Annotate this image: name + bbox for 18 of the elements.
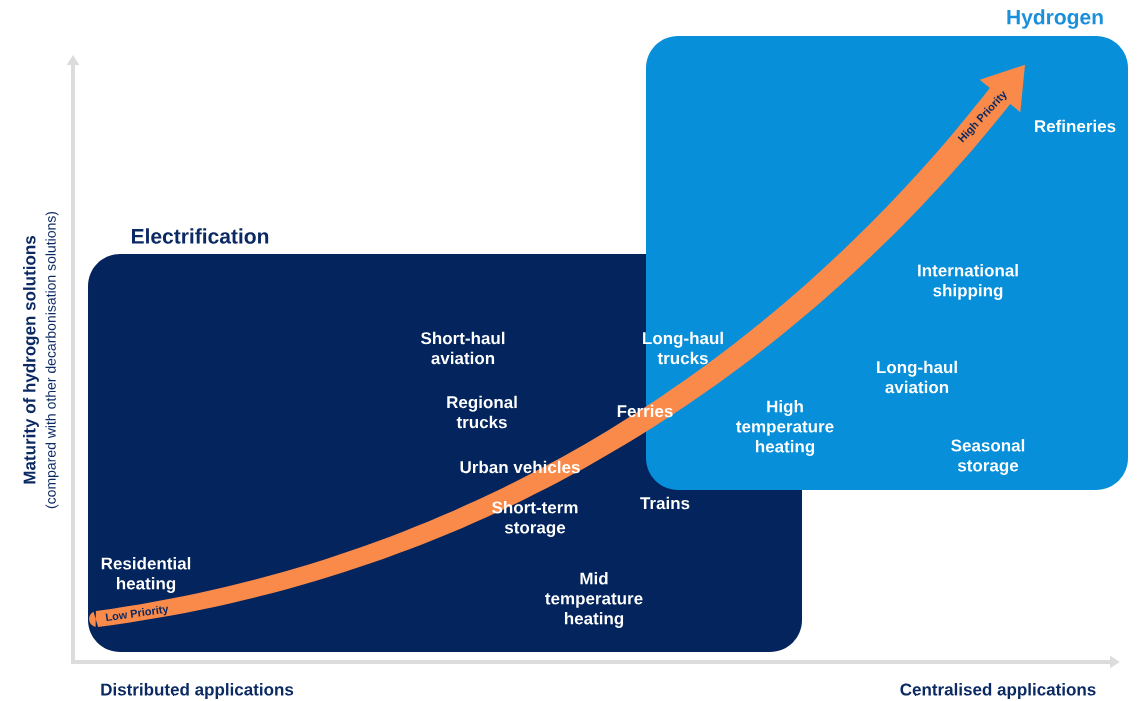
- axis-title: Centralised applications: [900, 683, 1096, 699]
- axis-title: Maturity of hydrogen solutions: [23, 236, 39, 484]
- application-label: Short-haul aviation: [421, 331, 505, 365]
- region-title: Hydrogen: [1007, 9, 1103, 29]
- region-title: Electrification: [132, 228, 269, 244]
- priority-label: Low Priority: [105, 605, 168, 622]
- application-label: Trains: [640, 496, 690, 510]
- application-label: Regional trucks: [447, 395, 517, 429]
- application-label: Seasonal storage: [951, 439, 1025, 475]
- application-label: Refineries: [1035, 119, 1116, 133]
- axis-subtitle: (compared with other decarbonisation solutions): [45, 211, 59, 509]
- application-label: Residential heating: [101, 557, 191, 593]
- application-label: International shipping: [918, 264, 1018, 300]
- application-label: Long-haul trucks: [643, 331, 723, 365]
- application-label: High temperature heating: [736, 400, 834, 456]
- application-label: Mid temperature heating: [545, 572, 643, 628]
- application-label: Long-haul aviation: [877, 360, 957, 394]
- axis-title: Distributed applications: [101, 683, 294, 699]
